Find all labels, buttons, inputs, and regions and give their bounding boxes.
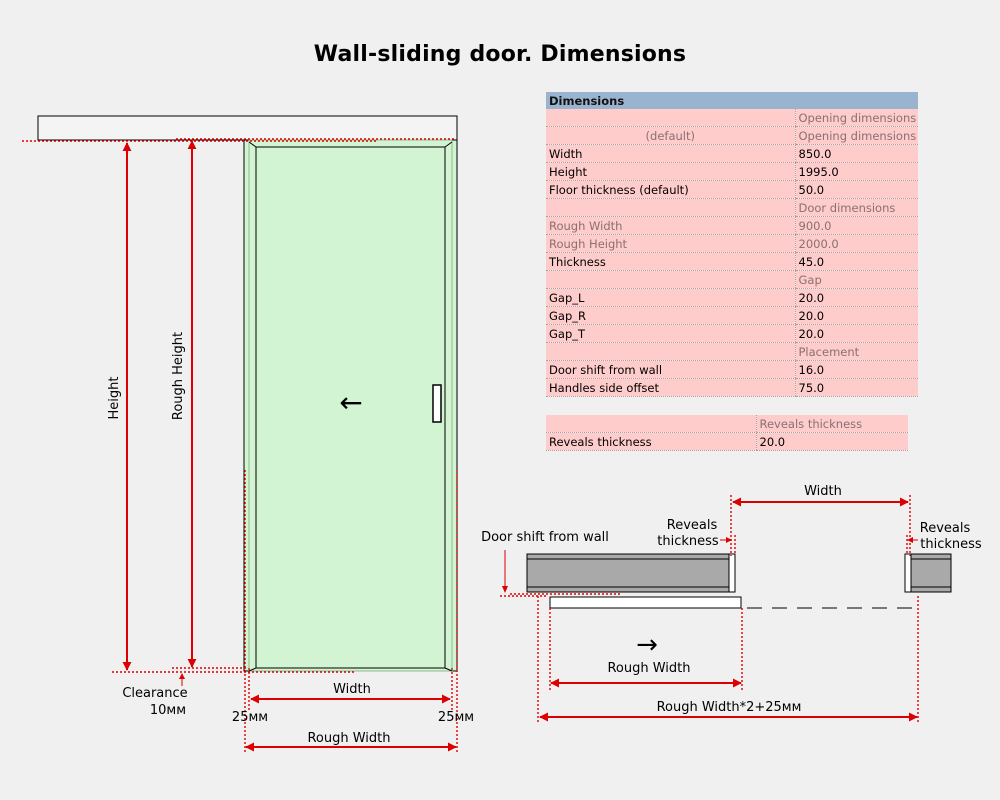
reveals-table-value-cell[interactable]: 20.0 [755, 432, 908, 451]
dimensions-table-label-cell: Height [546, 162, 795, 181]
reveals-table-label-cell [546, 415, 756, 433]
door-leaf-plan [549, 596, 742, 609]
plan-view: → Width Reveals thickness Reveals thickn… [481, 484, 982, 724]
dimensions-table-label-cell [546, 270, 795, 289]
dimensions-table-label-cell [546, 198, 795, 217]
dimensions-table-label-cell [546, 342, 795, 361]
dimensions-table-label-cell: Door shift from wall [546, 360, 795, 379]
gap-left-label: 25мм [232, 710, 268, 725]
dimensions-table-label-cell: (default) [546, 126, 795, 145]
reveal-right [904, 553, 912, 593]
plan-width-label: Width [804, 484, 842, 499]
dimensions-table-value-cell[interactable]: 2000.0 [794, 234, 918, 253]
reveals-table-row: Reveals thickness [546, 415, 908, 433]
dimensions-table-label-cell: Floor thickness (default) [546, 180, 795, 199]
gap-right-label: 25мм [438, 710, 474, 725]
reveals-left-arrowhead [726, 537, 732, 543]
front-width-label: Width [333, 682, 371, 697]
dimensions-table-row: Floor thickness (default)50.0 [546, 180, 918, 199]
height-label: Height [107, 377, 122, 420]
wall-left [526, 553, 736, 593]
dimensions-table-value-cell[interactable]: 850.0 [794, 144, 918, 163]
reveals-table-label-cell: Reveals thickness [546, 432, 756, 451]
dimensions-header-cell: Dimensions [546, 92, 918, 109]
dimensions-table-label-cell [546, 109, 795, 127]
dimensions-table-value-cell[interactable]: 20.0 [794, 306, 918, 325]
door-shift-arrowhead [502, 586, 508, 593]
reveal-left [728, 553, 736, 593]
door-shift-label: Door shift from wall [481, 530, 609, 545]
dimensions-table-value-cell[interactable]: Opening dimensions [794, 109, 918, 127]
rough-height-label: Rough Height [171, 332, 186, 420]
top-rail [37, 115, 458, 141]
dimensions-table-value-cell[interactable]: 900.0 [794, 216, 918, 235]
dimensions-table-row: Placement [546, 342, 918, 361]
dimensions-table-label-cell: Gap_R [546, 306, 795, 325]
front-extension-lines [22, 138, 458, 752]
dimensions-table-label-cell: Handles side offset [546, 378, 795, 397]
wall-right [904, 553, 952, 593]
door-handle [432, 384, 442, 423]
dimensions-table-value-cell[interactable]: Door dimensions [794, 198, 918, 217]
plan-rough-width-label: Rough Width [607, 661, 690, 676]
dimensions-table-row: Opening dimensions [546, 109, 918, 127]
reveals-right-arrowhead [907, 537, 913, 543]
dimensions-table-value-cell[interactable]: 16.0 [794, 360, 918, 379]
clearance-arrowhead [179, 673, 185, 679]
dimensions-table-value-cell[interactable]: 1995.0 [794, 162, 918, 181]
total-width-label: Rough Width*2+25мм [657, 700, 802, 715]
dimensions-table-row: Door dimensions [546, 198, 918, 217]
reveals-table-value-cell[interactable]: Reveals thickness [755, 415, 908, 433]
clearance-label: Clearance [122, 686, 187, 701]
door-leaf [243, 139, 458, 672]
reveals-left-label-line2: thickness [657, 534, 719, 549]
dimensions-table-label-cell: Width [546, 144, 795, 163]
clearance-value: 10мм [150, 703, 186, 718]
page-title: Wall-sliding door. Dimensions [313, 42, 687, 67]
reveals-left-label-line1: Reveals [667, 518, 718, 533]
dimensions-table-value-cell[interactable]: Opening dimensions [794, 126, 918, 145]
reveals-right-label-line2: thickness [920, 537, 982, 552]
plan-slide-direction-arrow: → [636, 630, 658, 660]
dimensions-table-header: Dimensions [546, 92, 918, 109]
dimensions-table-label-cell: Thickness [546, 252, 795, 271]
front-view: ← Height Rough Height Clearance 10мм Wid… [22, 115, 474, 752]
dimensions-table-label-cell: Rough Height [546, 234, 795, 253]
dimensions-table-label-cell: Rough Width [546, 216, 795, 235]
dimensions-table-value-cell[interactable]: Gap [794, 270, 918, 289]
dimensions-table: Dimensions Opening dimensions(default)Op… [546, 92, 918, 397]
dimensions-table-value-cell[interactable]: Placement [794, 342, 918, 361]
dimensions-table-value-cell[interactable]: 20.0 [794, 288, 918, 307]
dimensions-table-value-cell[interactable]: 45.0 [794, 252, 918, 271]
dimensions-table-value-cell[interactable]: 75.0 [794, 378, 918, 397]
front-rough-width-label: Rough Width [307, 731, 390, 746]
dimensions-table-value-cell[interactable]: 50.0 [794, 180, 918, 199]
dimensions-table-value-cell[interactable]: 20.0 [794, 324, 918, 343]
dimensions-table-label-cell: Gap_L [546, 288, 795, 307]
dimensions-table-row: Gap [546, 270, 918, 289]
dimensions-table-row: (default)Opening dimensions [546, 126, 918, 145]
slide-direction-arrow: ← [339, 386, 362, 419]
reveals-right-label-line1: Reveals [920, 521, 971, 536]
dimensions-table-label-cell: Gap_T [546, 324, 795, 343]
plan-extension-lines [500, 495, 919, 724]
